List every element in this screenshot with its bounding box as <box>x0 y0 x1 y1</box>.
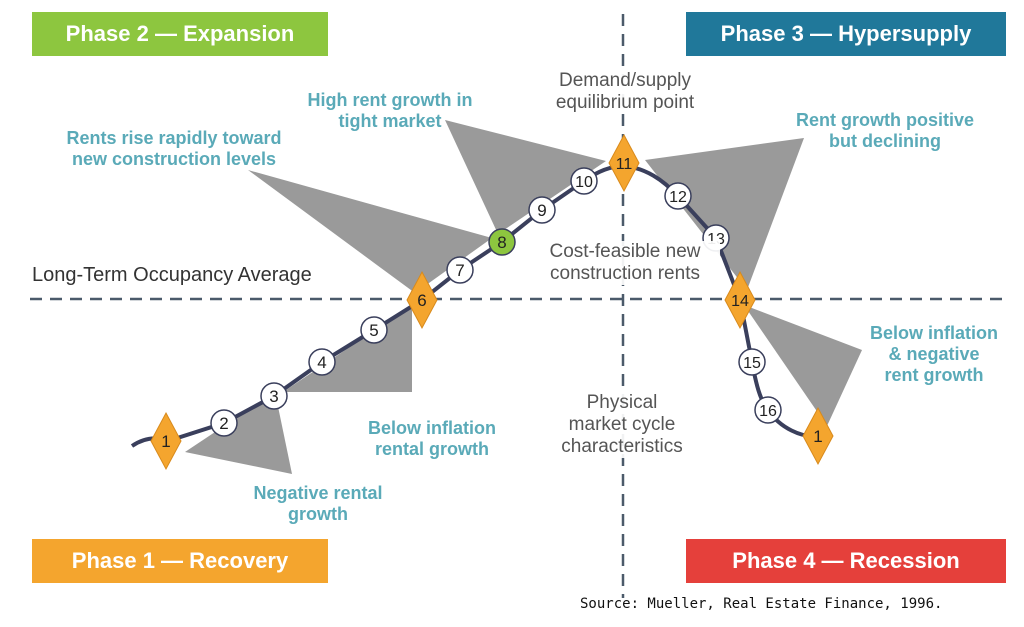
annotation-line: rental growth <box>374 439 489 459</box>
annotation-negative-rental-growth: Negative rental growth <box>238 483 398 525</box>
annotation-below-inflation-negative: Below inflation & negative rent growth <box>856 323 1012 386</box>
cost-feasible-label: Cost-feasible new construction rents <box>530 241 720 285</box>
phase-3-hypersupply-header: Phase 3 — Hypersupply <box>686 12 1006 56</box>
cycle-point-9: 9 <box>528 196 556 224</box>
equilibrium-label: Demand/supply equilibrium point <box>530 70 720 114</box>
annotation-high-rent-growth: High rent growth in tight market <box>292 90 488 132</box>
annotation-below-inflation: Below inflation rental growth <box>352 418 512 460</box>
circle-marker <box>360 316 388 344</box>
diamond-marker <box>802 406 834 466</box>
cycle-point-1: 1 <box>150 411 182 471</box>
callout-positive-declining <box>645 138 804 290</box>
physical-line-3: characteristics <box>561 436 683 457</box>
phase-1-recovery-header: Phase 1 — Recovery <box>32 539 328 583</box>
diamond-marker <box>150 411 182 471</box>
circle-marker <box>570 167 598 195</box>
annotation-line: Below inflation <box>870 323 998 343</box>
annotation-line: tight market <box>338 111 442 131</box>
cycle-point-11: 11 <box>608 133 640 193</box>
cycle-point-2: 2 <box>210 409 238 437</box>
cycle-point-7: 7 <box>446 256 474 284</box>
annotation-line: Rents rise rapidly toward <box>66 128 282 148</box>
diamond-marker <box>608 133 640 193</box>
callout-negative-growth <box>185 392 292 474</box>
cycle-point-number: 7 <box>455 261 464 280</box>
cycle-point-4: 4 <box>308 348 336 376</box>
annotation-line: High rent growth in <box>307 90 473 110</box>
cycle-point-number: 9 <box>537 201 546 220</box>
annotation-line: Rent growth positive <box>795 110 974 130</box>
callout-tight-market <box>445 120 606 234</box>
cost-line-2: construction rents <box>550 263 700 284</box>
callout-negative-recession <box>744 305 862 426</box>
annotation-line: & negative <box>888 344 980 364</box>
cycle-point-number: 6 <box>417 291 426 310</box>
diamond-marker <box>724 270 756 330</box>
cycle-point-10: 10 <box>570 167 598 195</box>
cycle-point-6: 6 <box>406 270 438 330</box>
cycle-point-number: 5 <box>369 321 378 340</box>
cost-line-1: Cost-feasible new <box>549 241 701 262</box>
physical-line-2: market cycle <box>568 414 676 435</box>
source-citation: Source: Mueller, Real Estate Finance, 19… <box>580 596 943 612</box>
callout-rapid-rise <box>248 170 492 293</box>
annotation-line: rent growth <box>884 365 984 385</box>
cycle-point-16: 16 <box>754 396 782 424</box>
phase-2-expansion-header: Phase 2 — Expansion <box>32 12 328 56</box>
physical-cycle-label: Physical market cycle characteristics <box>548 392 696 458</box>
circle-marker <box>754 396 782 424</box>
phase-4-recession-header: Phase 4 — Recession <box>686 539 1006 583</box>
annotation-rent-growth-positive: Rent growth positive but declining <box>778 110 992 152</box>
cycle-point-3: 3 <box>260 382 288 410</box>
cycle-point-number: 2 <box>219 414 228 433</box>
circle-marker <box>308 348 336 376</box>
cycle-point-number: 14 <box>731 293 749 310</box>
cycle-point-number: 16 <box>759 403 777 420</box>
annotation-rents-rise-rapidly: Rents rise rapidly toward new constructi… <box>44 128 304 170</box>
cycle-point-15: 15 <box>738 348 766 376</box>
circle-marker <box>210 409 238 437</box>
circle-marker <box>664 182 692 210</box>
cycle-point-14: 14 <box>724 270 756 330</box>
cycle-point-number: 3 <box>269 387 278 406</box>
cycle-point-1-return: 1 <box>802 406 834 466</box>
circle-marker <box>528 196 556 224</box>
cycle-point-number: 1 <box>813 427 822 446</box>
annotation-line: but declining <box>829 131 941 151</box>
equilibrium-line-2: equilibrium point <box>555 92 695 113</box>
annotation-line: Below inflation <box>368 418 496 438</box>
diamond-marker <box>406 270 438 330</box>
circle-marker <box>446 256 474 284</box>
circle-marker <box>738 348 766 376</box>
cycle-point-number: 1 <box>161 432 170 451</box>
annotation-line: new construction levels <box>71 149 277 169</box>
circle-marker <box>260 382 288 410</box>
annotation-line: growth <box>288 504 348 524</box>
circle-marker <box>488 228 516 256</box>
equilibrium-line-1: Demand/supply <box>558 70 692 91</box>
cycle-point-5: 5 <box>360 316 388 344</box>
cycle-point-number: 11 <box>616 156 633 173</box>
cycle-point-number: 10 <box>575 174 593 191</box>
cycle-point-number: 15 <box>743 355 761 372</box>
cycle-point-number: 12 <box>669 189 687 206</box>
cycle-point-number: 8 <box>497 233 506 252</box>
cycle-point-12: 12 <box>664 182 692 210</box>
cycle-point-number: 4 <box>317 353 326 372</box>
cycle-point-8: 8 <box>488 228 516 256</box>
long-term-occupancy-label: Long-Term Occupancy Average <box>32 264 312 287</box>
annotation-line: Negative rental <box>253 483 383 503</box>
physical-line-1: Physical <box>586 392 658 413</box>
